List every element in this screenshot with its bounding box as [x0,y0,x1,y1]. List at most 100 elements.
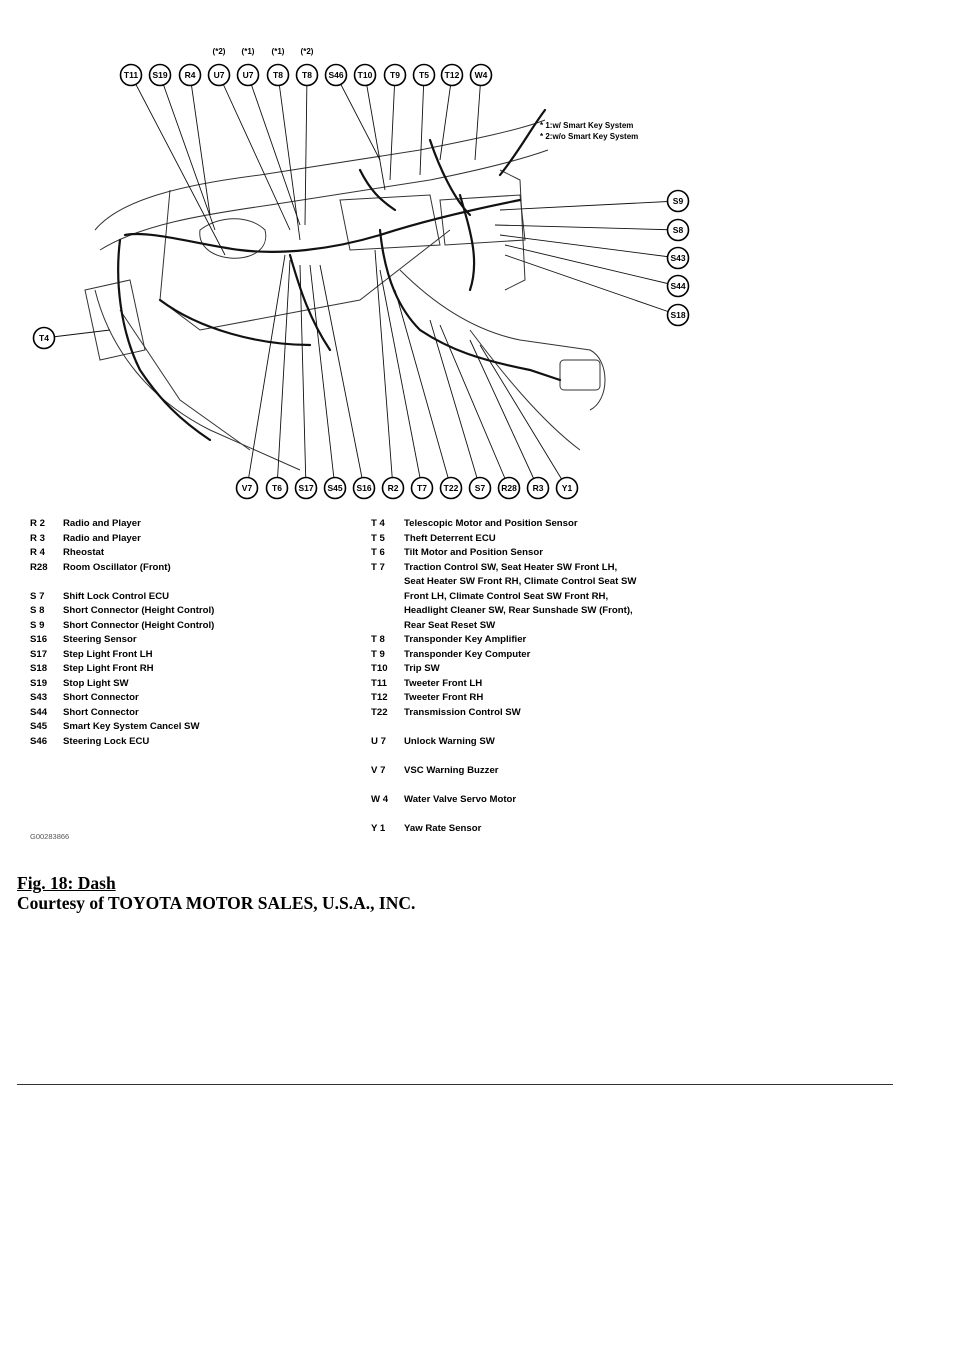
legend-description: Steering Sensor [63,634,137,645]
legend-code: T 5 [371,532,385,544]
legend-code: S18 [30,663,48,674]
callout-w4: W4 [469,63,493,87]
legend-description: Radio and Player [63,518,141,529]
legend-description: Rear Seat Reset SW [404,619,496,631]
footer-divider [17,1084,893,1085]
leader-s44 [504,244,679,287]
legend-row: S 9 Short Connector (Height Control) [30,619,214,634]
leader-v7 [246,254,286,489]
leader-t5 [419,74,425,176]
legend-row [371,720,636,735]
callout-circle [666,189,690,213]
leader-s45 [309,264,336,489]
diagram-code: G00283866 [30,832,70,841]
callout-t12: T12 [440,63,464,87]
legend-description: Room Oscillator (Front) [63,561,171,573]
legend-code: S46 [30,735,48,747]
callout-circle [666,246,690,270]
leader-s18 [504,254,679,316]
callout-circle [666,274,690,298]
callout-label: T12 [445,70,460,80]
leader-s9 [499,200,679,211]
callout-circle [265,476,289,500]
callout-label: R28 [501,483,517,493]
legend-description: Step Light Front LH [63,648,153,660]
legend-description: Water Valve Servo Motor [404,793,517,805]
legend-code: S44 [30,706,48,718]
legend-description: Transponder Key Amplifier [404,634,527,645]
leader-y1 [479,344,568,489]
callout-circle [295,63,319,87]
callout-t10: T10 [353,63,377,87]
wire-harness [117,108,562,442]
callout-t5: T5 [412,63,436,87]
leader-s8 [494,224,679,231]
leader-t22 [394,289,452,489]
callout-label: T8 [302,70,312,80]
callout-s45: S45 [323,476,347,500]
callout-t4: T4 [32,326,56,350]
callout-label: S45 [327,483,342,493]
callout-circle [555,476,579,500]
legend-description: Stop Light SW [63,677,129,689]
legend-description: Tilt Motor and Position Sensor [404,547,543,558]
callout-label: S7 [475,483,486,493]
legend-code: T 6 [371,547,385,558]
callout-t7: T7 [410,476,434,500]
legend-code: S 9 [30,619,45,631]
legend-description: Short Connector [63,706,139,718]
callout-r28: R28 [497,476,521,500]
callout-circle [381,476,405,500]
legend-row: Front LH, Climate Control Seat SW Front … [371,590,636,605]
callout-label: S19 [152,70,167,80]
callout-circle [236,63,260,87]
leader-s43 [499,234,679,259]
legend-description: Shift Lock Control ECU [63,590,170,602]
callout-label: S17 [298,483,313,493]
figure-caption[interactable]: Fig. 18: Dash [17,873,116,893]
callout-label: Y1 [562,483,573,493]
callout-s43: S43 [666,246,690,270]
callout-s18: S18 [666,303,690,327]
legend-code: S45 [30,721,48,732]
callout-note: (*1) [272,47,285,56]
callout-label: S46 [328,70,343,80]
leader-t7 [379,269,423,489]
callout-circle [323,476,347,500]
legend-description: Traction Control SW, Seat Heater SW Fron… [404,561,618,573]
leader-w4 [474,74,482,161]
callout-label: W4 [475,70,488,80]
legend-description: Short Connector (Height Control) [63,605,215,616]
callout-t11: T11 [119,63,143,87]
legend-code: U 7 [371,735,386,747]
legend-row [371,807,636,822]
legend-code: W 4 [371,793,389,805]
callout-r2: R2 [381,476,405,500]
callout-r4: R4 [178,63,202,87]
legend-description: Short Connector (Height Control) [63,619,215,631]
callout-label: R4 [185,70,196,80]
legend-code: V 7 [371,764,386,776]
legend-description: Yaw Rate Sensor [404,822,482,834]
legend-description: Front LH, Climate Control Seat SW Front … [404,590,609,602]
callout-note: (*1) [242,47,255,56]
callout-circle [294,476,318,500]
legend-code: T 9 [371,648,385,660]
leader-t10 [364,74,386,191]
callout-label: U7 [243,70,254,80]
leader-lines [43,74,679,489]
callout-s7: S7 [468,476,492,500]
legend-row: Seat Heater SW Front RH, Climate Control… [371,575,636,590]
callout-circle [235,476,259,500]
legend-code: T 4 [371,518,385,529]
legend-description: Theft Deterrent ECU [404,532,496,544]
callout-label: S16 [356,483,371,493]
legend-row: W 4 Water Valve Servo Motor [371,793,636,808]
leader-u7 [247,74,301,226]
leader-t6 [276,259,291,489]
